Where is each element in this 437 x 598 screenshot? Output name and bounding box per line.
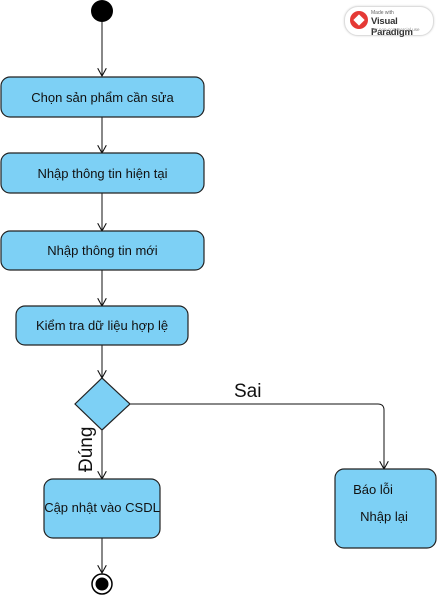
guard-true-label: Đúng bbox=[76, 427, 97, 472]
activity-validate-data-label: Kiểm tra dữ liệu hợp lệ bbox=[36, 318, 168, 333]
activity-report-error: Báo lỗi Nhập lại bbox=[334, 468, 437, 549]
activity-enter-new-info-label: Nhập thông tin mới bbox=[47, 243, 158, 258]
activity-report-error-label-1: Báo lỗi bbox=[353, 482, 393, 497]
watermark-line1: Made with bbox=[371, 10, 394, 16]
activity-update-database-label: Cập nhật vào CSDL bbox=[44, 500, 160, 515]
initial-node bbox=[91, 0, 113, 22]
activity-select-product-label: Chọn sản phẩm cần sửa bbox=[31, 90, 174, 105]
visual-paradigm-logo-icon bbox=[350, 11, 368, 29]
watermark-brand: Visual Paradigm bbox=[371, 16, 413, 38]
activity-validate-data: Kiểm tra dữ liệu hợp lệ bbox=[15, 305, 189, 346]
activity-update-database: Cập nhật vào CSDL bbox=[43, 478, 161, 539]
decision-node bbox=[74, 377, 131, 431]
watermark-line3: For non-commercial use bbox=[371, 27, 420, 32]
final-node bbox=[91, 573, 113, 595]
edge-decision-to-error bbox=[130, 403, 384, 469]
activity-enter-current-info-label: Nhập thông tin hiện tại bbox=[37, 166, 167, 181]
visual-paradigm-watermark: Made with Visual Paradigm For non-commer… bbox=[344, 6, 434, 38]
activity-select-product: Chọn sản phẩm cần sửa bbox=[0, 76, 205, 118]
activity-report-error-label-2: Nhập lại bbox=[360, 509, 408, 524]
guard-false-label: Sai bbox=[234, 381, 261, 402]
activity-enter-current-info: Nhập thông tin hiện tại bbox=[0, 152, 205, 194]
activity-enter-new-info: Nhập thông tin mới bbox=[0, 230, 205, 271]
